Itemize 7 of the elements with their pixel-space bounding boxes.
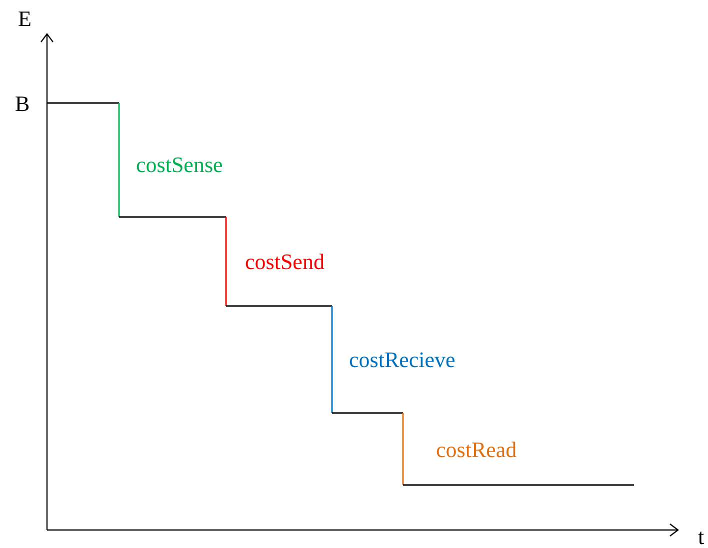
axis-label: t xyxy=(698,526,704,548)
cost-label: costRecieve xyxy=(349,349,456,371)
cost-label: costSend xyxy=(245,251,324,273)
cost-label: costRead xyxy=(436,439,517,461)
level-label: B xyxy=(15,93,30,115)
axis-label: E xyxy=(18,8,32,30)
cost-label: costSense xyxy=(136,154,223,176)
